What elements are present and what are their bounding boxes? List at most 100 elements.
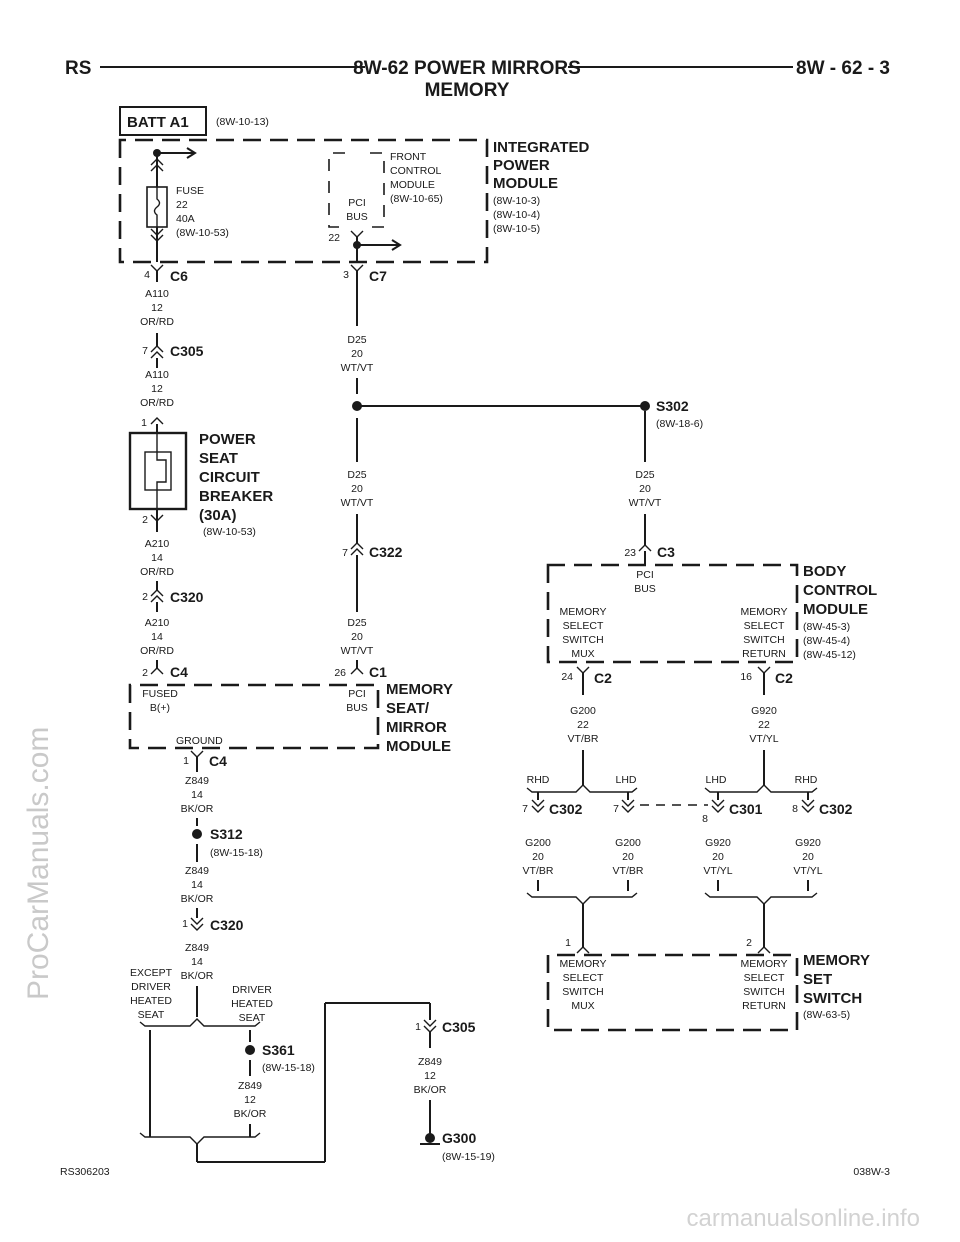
c4a-pin: 2 [142,667,148,679]
footer-drawing-code: 038W-3 [853,1166,890,1178]
g920-3-id: G920 [795,837,821,849]
batt-a1-box [119,106,207,136]
z849-4-color: BK/OR [234,1108,267,1120]
c7-pin: 3 [343,269,349,281]
d25-2-gauge: 20 [351,483,363,495]
s361-label: S361 [262,1042,295,1058]
g920-2-gauge: 20 [712,851,724,863]
a210-1-gauge: 14 [151,552,163,564]
z849-3-gauge: 14 [191,956,203,968]
msm-pci-1: PCI [348,688,366,700]
bcm-name-2: CONTROL [803,582,877,599]
z849-3-id: Z849 [185,942,209,954]
c305b-pin: 1 [415,1021,421,1033]
fuse-label-1: FUSE [176,185,204,197]
bcm-boundary [546,563,799,664]
mss-ref: (8W-63-5) [803,1009,850,1021]
g920-3-color: VT/YL [793,865,822,877]
g920-2-id: G920 [705,837,731,849]
g200-variant-bracket [526,784,638,793]
msm-name-1: MEMORY [386,681,453,698]
rhd-right: RHD [795,774,818,786]
breaker-pin-2: 2 [142,514,148,526]
msm-ground: GROUND [176,735,223,747]
fcm-label-1: FRONT [390,151,427,163]
c4b-label: C4 [209,753,227,769]
z849-5-id: Z849 [418,1056,442,1068]
header-section-code: RS [65,58,91,79]
mss-ret-4: RETURN [742,1000,786,1012]
c301-label: C301 [729,801,763,817]
s361-splice [245,1045,255,1055]
c6-label: C6 [170,268,188,284]
s312-splice [192,829,202,839]
mss-name-3: SWITCH [803,990,862,1007]
z849-2-id: Z849 [185,865,209,877]
driver-heated-1: DRIVER [232,984,272,996]
c302b-pin: 8 [792,803,798,815]
d25-4-gauge: 20 [639,483,651,495]
c2a-label: C2 [594,670,612,686]
fcm-label-3: MODULE [390,179,435,191]
g200-2-id: G200 [525,837,551,849]
bcm-mux-3: SWITCH [562,634,603,646]
bcm-mux-1: MEMORY [559,606,606,618]
c322-label: C322 [369,544,403,560]
msm-fused-2: B(+) [150,702,170,714]
fcm-label-4: (8W-10-65) [390,193,443,205]
c2b-label: C2 [775,670,793,686]
mss-ret-2: SELECT [744,972,785,984]
g300-ref: (8W-15-19) [442,1151,495,1163]
circuit-breaker-symbol [128,431,188,511]
g920-1-id: G920 [751,705,777,717]
c2a-pin: 24 [561,671,573,683]
lhd-right: LHD [705,774,726,786]
g920-1-gauge: 22 [758,719,770,731]
memory-set-switch-boundary [546,953,799,1032]
d25-4-color: WT/VT [629,497,662,509]
bcm-ret-3: SWITCH [743,634,784,646]
page-subtitle: MEMORY [425,80,510,101]
c4b-pin: 1 [183,755,189,767]
g200-3-color: VT/BR [613,865,644,877]
ipm-ref-1: (8W-10-3) [493,195,540,207]
ipm-name-3: MODULE [493,175,558,192]
c302b-label: C302 [819,801,853,817]
c320b-label: C320 [210,917,244,933]
except-heated-2: DRIVER [131,981,171,993]
a210-2-id: A210 [145,617,170,629]
z849-2-gauge: 14 [191,879,203,891]
g920-merge-bracket [704,892,818,905]
d25-2-id: D25 [347,469,366,481]
heated-option-bracket-top [139,1018,261,1027]
g200-2-gauge: 20 [532,851,544,863]
s361-ref: (8W-15-18) [262,1062,315,1074]
a210-1-id: A210 [145,538,170,550]
c320b-pin: 1 [182,918,188,930]
c320a-pin: 2 [142,591,148,603]
bcm-mux-4: MUX [571,648,594,660]
z849-1-id: Z849 [185,775,209,787]
a110-2-id: A110 [145,369,169,381]
s302-splice [640,401,650,411]
bcm-pci-2: BUS [634,583,656,595]
fcm-pci-2: BUS [346,211,368,223]
fuse-label-3: 40A [176,213,195,225]
g200-2-color: VT/BR [523,865,554,877]
ipm-name-2: POWER [493,157,550,174]
a210-2-color: OR/RD [140,645,174,657]
g300-label: G300 [442,1130,476,1146]
fcm-pci-1: PCI [348,197,366,209]
bcm-ref-1: (8W-45-3) [803,621,850,633]
a110-2-gauge: 12 [151,383,163,395]
c1-pin: 26 [334,667,346,679]
page-number: 8W - 62 - 3 [796,58,890,79]
c305b-label: C305 [442,1019,476,1035]
side-watermark: ProCarManuals.com [22,726,55,1000]
z849-4-id: Z849 [238,1080,262,1092]
z849-1-gauge: 14 [191,789,203,801]
d25-2-color: WT/VT [341,497,374,509]
g200-1-gauge: 22 [577,719,589,731]
driver-heated-2: HEATED [231,998,273,1010]
